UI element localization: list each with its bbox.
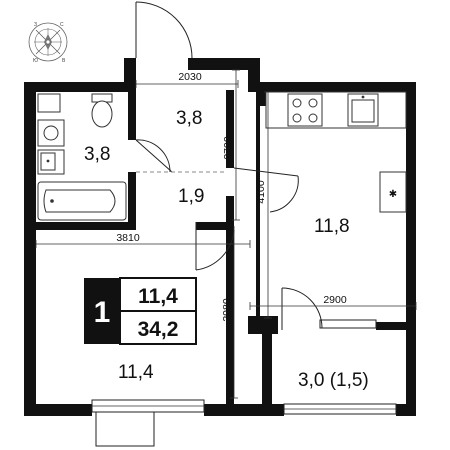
- bathroom-door: [135, 139, 173, 173]
- windows: [91, 319, 397, 447]
- refrigerator-icon: ✱: [379, 171, 407, 213]
- area-corridor: 1,9: [178, 186, 204, 207]
- kitchen-door: [233, 167, 299, 177]
- dim-room-length: 2980: [221, 298, 233, 322]
- area-balcony: 3,0 (1,5): [298, 370, 369, 391]
- badge-rooms-box: [84, 278, 120, 344]
- toilet-icon: [91, 93, 113, 128]
- sink-icon: [37, 149, 65, 175]
- compass-west-label: З: [34, 22, 37, 28]
- apartment-badge: 1 11,4 34,2: [84, 277, 197, 345]
- kitchen-counter: [265, 91, 407, 129]
- area-hallway: 3,8: [176, 108, 202, 129]
- compass-ring: [28, 22, 68, 62]
- dimension-lines: [35, 69, 417, 399]
- area-kitchen: 11,8: [314, 216, 350, 237]
- compass-south-label: Ю: [33, 58, 38, 64]
- dim-kitchen-width: 2900: [323, 294, 347, 306]
- walls: [24, 58, 416, 416]
- badge-total-area: 34,2: [138, 318, 179, 341]
- area-bathroom: 3,8: [84, 144, 110, 165]
- area-living-room: 11,4: [118, 362, 154, 383]
- stove-icon: [287, 93, 323, 127]
- compass-east-label: В: [62, 58, 66, 64]
- badge-rooms-count: 1: [94, 296, 111, 329]
- kitchen-fixtures: ✱: [265, 91, 407, 213]
- bathroom-cabinet: [37, 93, 61, 113]
- svg-text:✱: ✱: [389, 189, 397, 200]
- compass: З С Ю В: [28, 22, 68, 64]
- kitchen-sink-icon: [347, 93, 379, 127]
- compass-rose-icon: [34, 28, 62, 56]
- window-balcony-ledge: [95, 411, 155, 447]
- dim-hall-width: 2030: [178, 71, 202, 83]
- bathtub-icon: [37, 181, 127, 221]
- dim-room-width: 3810: [116, 232, 140, 244]
- dim-hall-length: 2790: [222, 136, 234, 160]
- badge-living-area: 11,4: [138, 285, 178, 308]
- washing-machine-icon: [37, 119, 65, 147]
- bathroom-fixtures: [37, 93, 127, 221]
- kitchen-balcony-window: [319, 319, 377, 329]
- compass-north-label: С: [60, 22, 64, 28]
- doors: [135, 1, 323, 330]
- dim-kitchen-depth: 4100: [255, 180, 267, 204]
